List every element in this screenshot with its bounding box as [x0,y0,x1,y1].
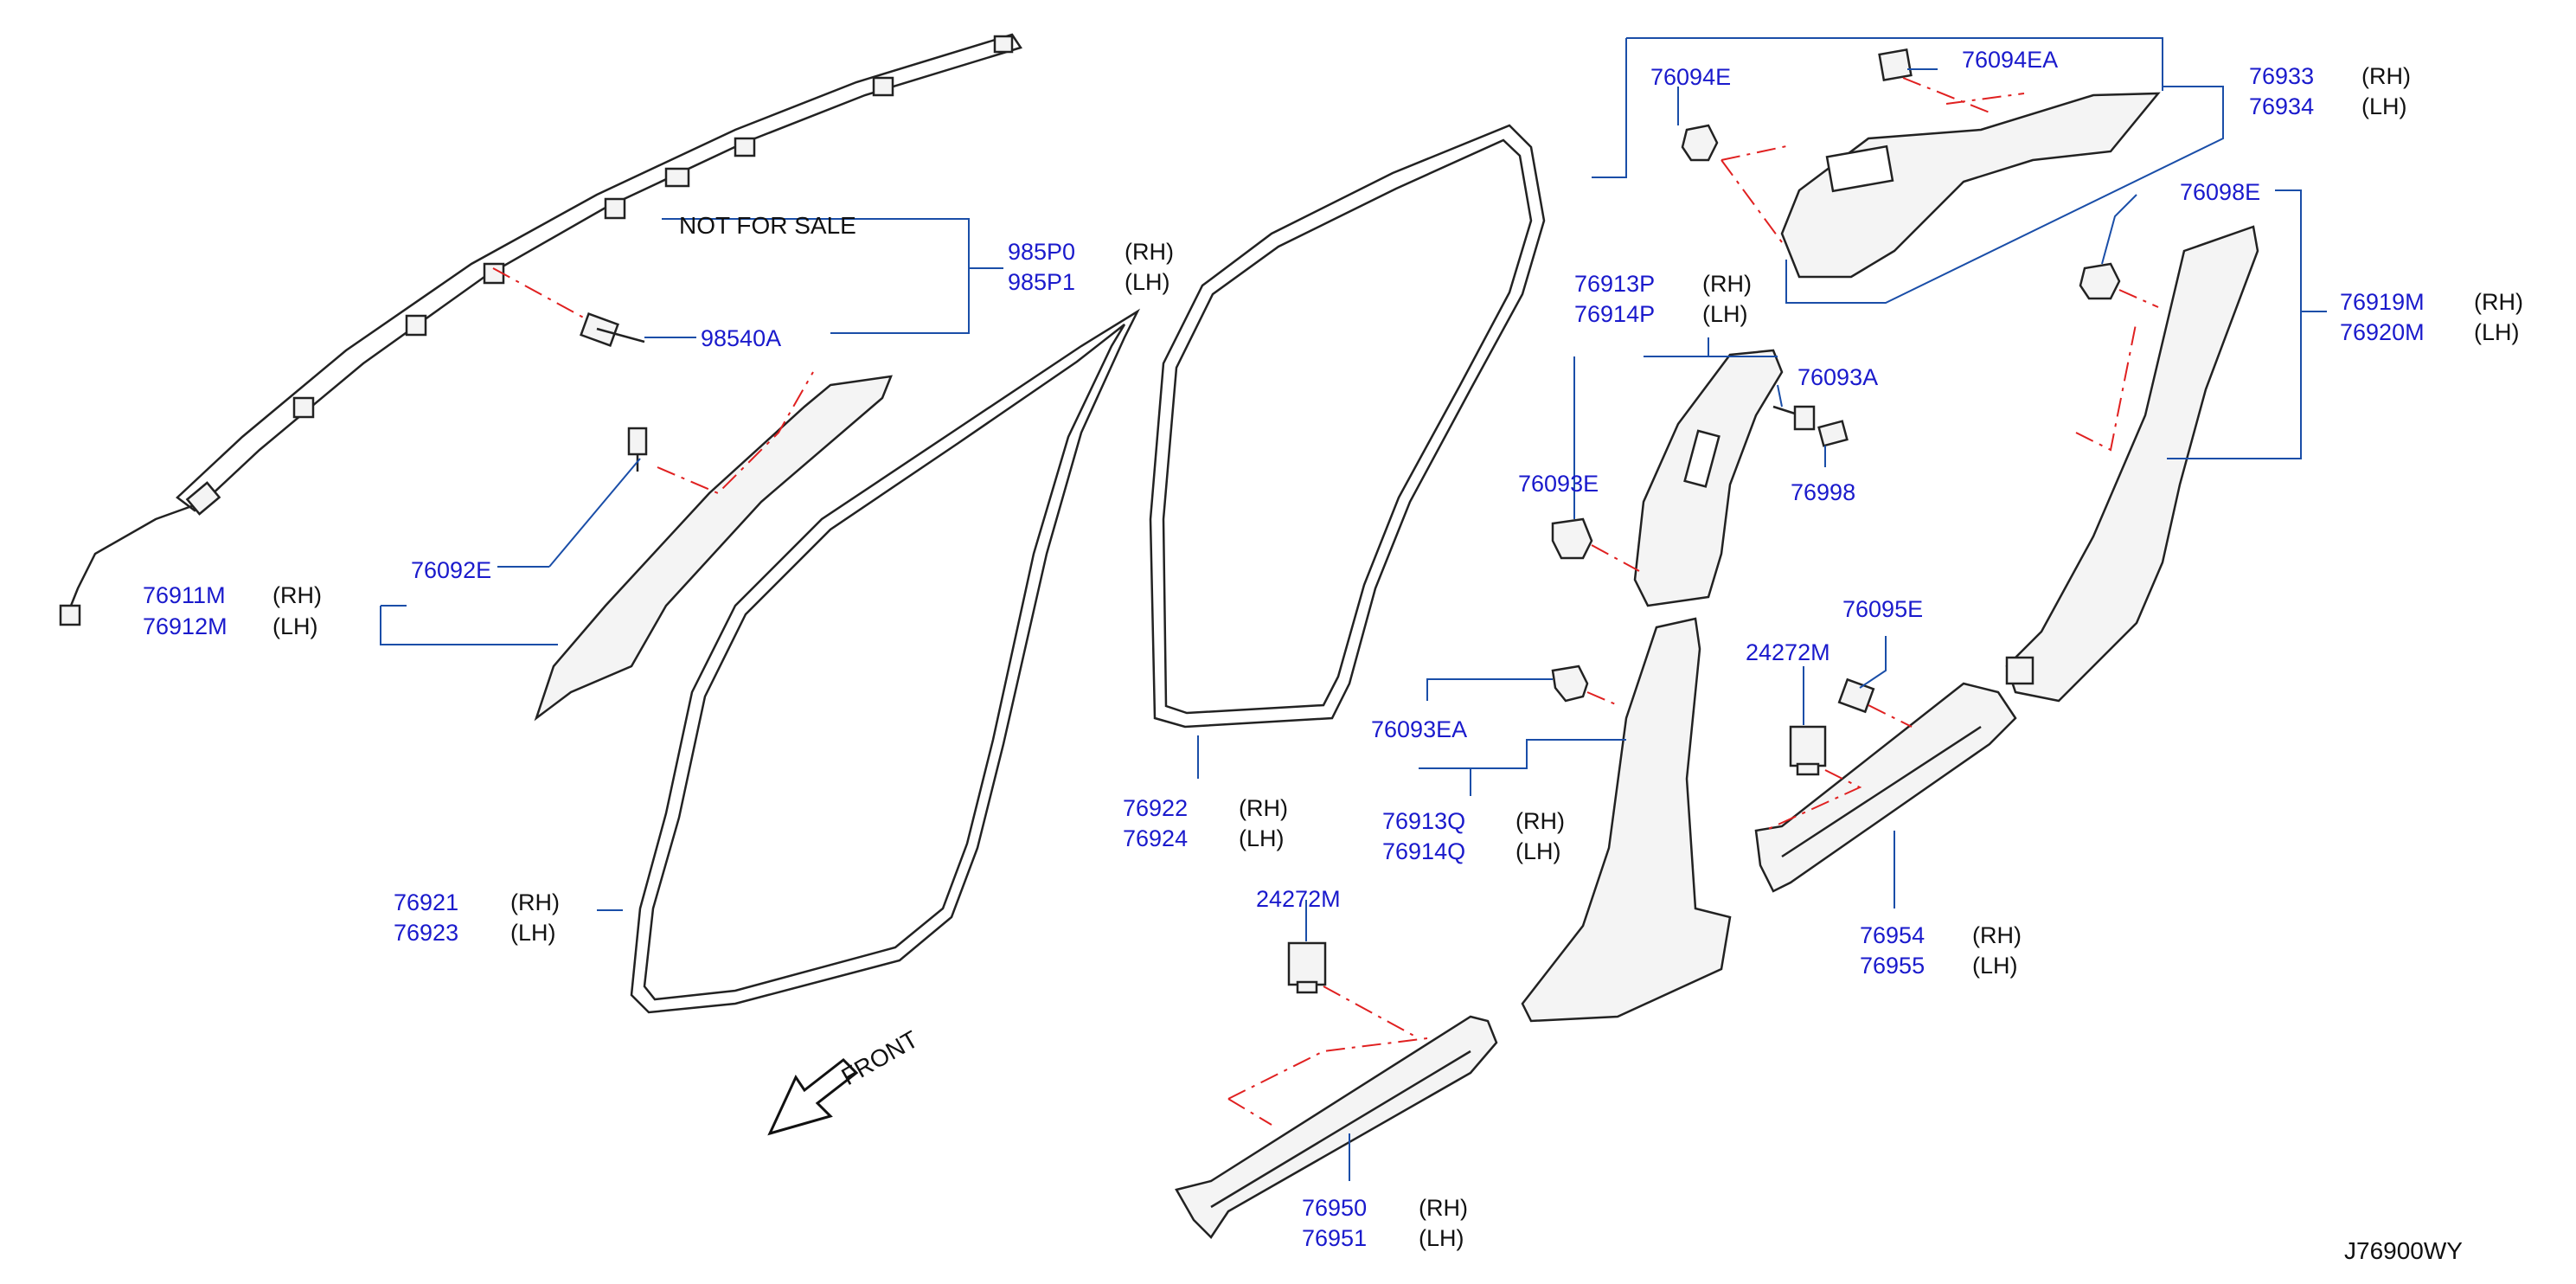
side-rh-76954: (RH) [1972,922,2022,948]
leader-lines [380,37,2327,1181]
callout-24272m-b: 24272M [1746,639,1830,665]
side-rh-76913q: (RH) [1515,808,1565,834]
callout-76923: 76923 [394,920,458,946]
callout-76933: 76933 [2249,63,2314,89]
callout-76919m: 76919M [2340,289,2425,315]
side-rh-76922: (RH) [1239,795,1288,821]
callout-76093e: 76093E [1518,471,1599,497]
side-lh-76934: (LH) [2361,93,2407,119]
side-lh-76924: (LH) [1239,825,1285,851]
callout-76093a: 76093A [1797,364,1878,390]
callout-76914p: 76914P [1574,301,1655,327]
clip-76094e [1681,124,1719,162]
side-lh-76912m: (LH) [272,613,318,639]
front-kicking-plate [1175,1015,1498,1239]
callout-76920m: 76920M [2340,319,2425,345]
front-door-weatherstrip [630,308,1141,1014]
callout-labels: NOT FOR SALE 985P0 (RH) 985P1 (LH) 98540… [143,47,2523,1264]
rear-pillar-lower-garnish [2005,225,2259,703]
side-rh-76950: (RH) [1419,1195,1468,1221]
side-rh-985p0: (RH) [1125,239,1174,265]
callout-76095e: 76095E [1842,596,1923,622]
callout-76934: 76934 [2249,93,2314,119]
front-pillar-garnish [534,375,893,722]
callout-76924: 76924 [1123,825,1188,851]
clip-76092e [627,427,648,472]
not-for-sale-note: NOT FOR SALE [679,212,856,239]
callout-76093ea: 76093EA [1371,716,1467,742]
side-lh-76951: (LH) [1419,1225,1464,1251]
side-lh-985p1: (LH) [1125,269,1170,295]
center-pillar-lower-garnish [1521,617,1732,1023]
clip-76095e [1837,677,1875,714]
clip-76098e [2079,262,2121,300]
side-lh-76920m: (LH) [2474,319,2520,345]
front-label: FRONT [837,1025,923,1090]
rear-pillar-upper-garnish [1780,92,2161,279]
side-rh-76911m: (RH) [272,582,322,608]
clip-24272m-a [1287,941,1327,994]
callout-76914q: 76914Q [1382,838,1465,864]
side-lh-76914q: (LH) [1515,838,1561,864]
clip-76093e [1551,517,1593,560]
clip-24272m-b [1789,725,1827,776]
side-lh-76955: (LH) [1972,953,2018,979]
callout-76912m: 76912M [143,613,227,639]
callout-98540a: 98540A [701,325,781,351]
side-rh-76919m: (RH) [2474,289,2523,315]
bracket-76998 [1817,420,1849,447]
rear-kicking-plate [1754,682,2017,893]
callout-985p1: 985P1 [1008,269,1075,295]
clip-76093ea [1551,664,1589,703]
callout-985p0: 985P0 [1008,239,1075,265]
callout-76913p: 76913P [1574,271,1655,297]
curtain-airbag-module [59,33,1022,626]
callout-76921: 76921 [394,889,458,915]
callout-76951: 76951 [1302,1225,1367,1251]
callout-76098e: 76098E [2180,179,2260,205]
diagram-id: J76900WY [2344,1237,2463,1264]
rear-door-weatherstrip [1149,124,1546,729]
side-rh-76933: (RH) [2361,63,2411,89]
callout-76922: 76922 [1123,795,1188,821]
callout-76998: 76998 [1791,479,1855,505]
bolt-98540a [580,312,645,347]
side-rh-76921: (RH) [510,889,560,915]
callout-76913q: 76913Q [1382,808,1465,834]
callout-76911m: 76911M [143,582,226,608]
callout-76955: 76955 [1860,953,1925,979]
center-pillar-upper-garnish [1633,349,1784,607]
side-lh-76923: (LH) [510,920,556,946]
callout-76094e: 76094E [1650,64,1731,90]
callout-24272m-a: 24272M [1256,886,1341,912]
clip-76094ea [1878,48,1913,81]
front-arrow-icon [767,1058,859,1136]
callout-76092e: 76092E [411,557,491,583]
clip-76093a [1772,405,1816,431]
side-lh-76914p: (LH) [1702,301,1748,327]
callout-76954: 76954 [1860,922,1925,948]
callout-76950: 76950 [1302,1195,1367,1221]
side-rh-76913p: (RH) [1702,271,1752,297]
callout-76094ea: 76094EA [1962,47,2058,73]
